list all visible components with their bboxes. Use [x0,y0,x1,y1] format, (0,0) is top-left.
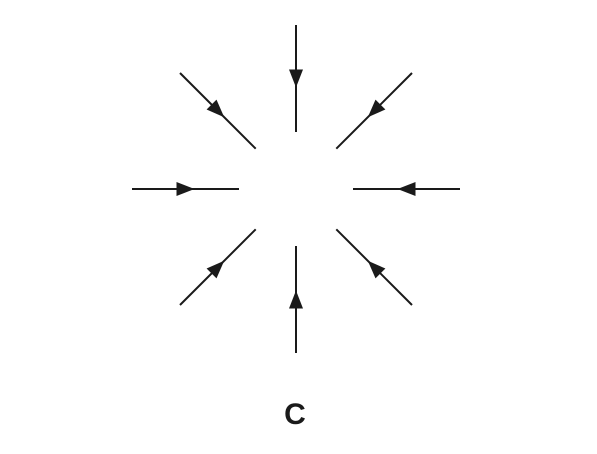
arrow-up [289,25,303,132]
arrow-down-head-icon [289,290,303,309]
diagram-label: C [284,398,306,431]
arrow-upper-right [335,72,413,150]
arrow-right [353,182,460,196]
arrows-group [132,25,460,353]
arrow-down [289,246,303,353]
arrow-lower-left [179,228,257,306]
arrow-lower-right [335,228,413,306]
arrow-upper-right-head-icon [367,99,386,118]
arrow-right-head-icon [397,182,416,196]
arrow-left [132,182,239,196]
arrow-upper-left-head-icon [206,99,225,118]
arrow-upper-left [179,72,257,150]
arrow-left-head-icon [176,182,195,196]
arrow-lower-left-head-icon [206,260,225,279]
arrow-up-head-icon [289,69,303,88]
arrow-lower-right-head-icon [367,260,386,279]
